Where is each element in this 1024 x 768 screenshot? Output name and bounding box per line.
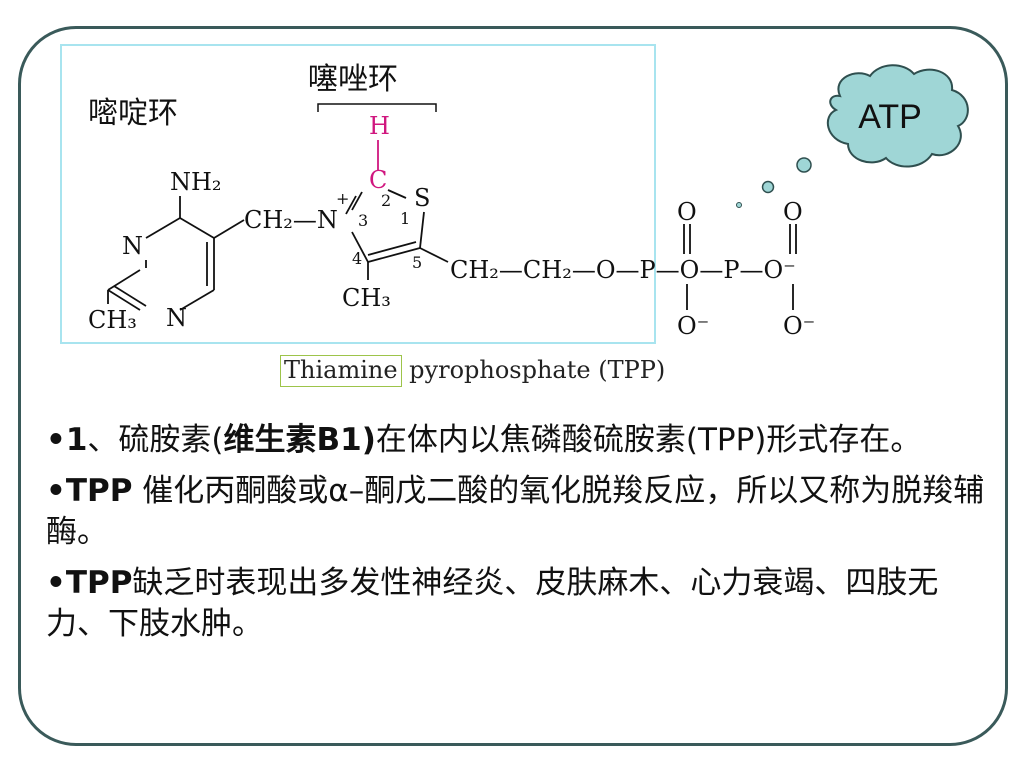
structure-caption: Thiamine pyrophosphate (TPP) — [280, 355, 666, 387]
highlight-box — [60, 44, 656, 344]
bullet-dot: • — [46, 422, 66, 458]
bullet-list: •1、硫胺素(维生素B1)在体内以焦磷酸硫胺素(TPP)形式存在。 •TPP 催… — [46, 420, 986, 655]
num5-label: 5 — [412, 253, 422, 272]
bullet-item-3: •TPP缺乏时表现出多发性神经炎、皮肤麻木、心力衰竭、四肢无力、下肢水肿。 — [46, 563, 986, 645]
num3-label: 3 — [358, 211, 368, 230]
atp-label: ATP — [858, 98, 922, 136]
bullet-item-1: •1、硫胺素(维生素B1)在体内以焦磷酸硫胺素(TPP)形式存在。 — [46, 420, 986, 461]
pyrimidine-label: 嘧啶环 — [88, 96, 178, 131]
atp-cloud — [736, 64, 969, 208]
cloud-bubble-large — [796, 157, 812, 173]
phosphate-bonds — [683, 224, 797, 310]
o-top2-label: O — [783, 198, 803, 226]
o-top1-label: O — [677, 198, 697, 226]
c2-label: C — [369, 166, 387, 194]
o-bot1-label: O⁻ — [677, 312, 709, 340]
slide-frame — [18, 26, 1008, 746]
caption-highlight: Thiamine — [280, 355, 402, 387]
num2-label: 2 — [381, 191, 391, 210]
s-label: S — [414, 184, 430, 212]
pyrimidine-bonds — [107, 196, 245, 311]
ch2-n-label: CH₂—N — [244, 206, 338, 234]
caption-rest: pyrophosphate (TPP) — [401, 356, 666, 384]
ch3-left-label: CH₃ — [88, 306, 137, 334]
ring-n-label: N — [122, 232, 143, 260]
n-plus-label: + — [336, 189, 349, 208]
thiazole-bracket — [317, 103, 437, 112]
bullet-lead: TPP — [65, 473, 133, 509]
bullet-text: 缺乏时表现出多发性神经炎、皮肤麻木、心力衰竭、四肢无力、下肢水肿。 — [46, 565, 939, 642]
bullet-text: 、硫胺素( — [87, 422, 224, 458]
bullet-dot: • — [46, 473, 66, 509]
cloud-bubble-small — [736, 202, 742, 208]
ch3-mid-label: CH₃ — [342, 284, 391, 312]
num4-label: 4 — [352, 249, 362, 268]
bullet-text-rest: 在体内以焦磷酸硫胺素(TPP)形式存在。 — [375, 422, 922, 458]
chain-label: CH₂—CH₂—O—P—O—P—O⁻ — [450, 256, 796, 284]
ring-n2-label: N — [166, 304, 187, 332]
o-bot2-label: O⁻ — [783, 312, 815, 340]
bullet-lead: TPP — [65, 565, 133, 601]
cloud-bubble-medium — [761, 180, 775, 194]
h-label: H — [369, 112, 390, 140]
thiazole-label: 噻唑环 — [308, 62, 398, 97]
thiazole-bonds — [345, 189, 449, 280]
bullet-bold: 维生素B1) — [223, 422, 376, 458]
bullet-item-2: •TPP 催化丙酮酸或α–酮戊二酸的氧化脱羧反应，所以又称为脱羧辅酶。 — [46, 471, 986, 553]
bullet-lead: 1 — [65, 422, 88, 458]
num1-label: 1 — [400, 209, 410, 228]
bullet-dot: • — [46, 565, 66, 601]
bullet-text: 催化丙酮酸或α–酮戊二酸的氧化脱羧反应，所以又称为脱羧辅酶。 — [46, 473, 985, 550]
nh2-label: NH₂ — [170, 168, 222, 196]
